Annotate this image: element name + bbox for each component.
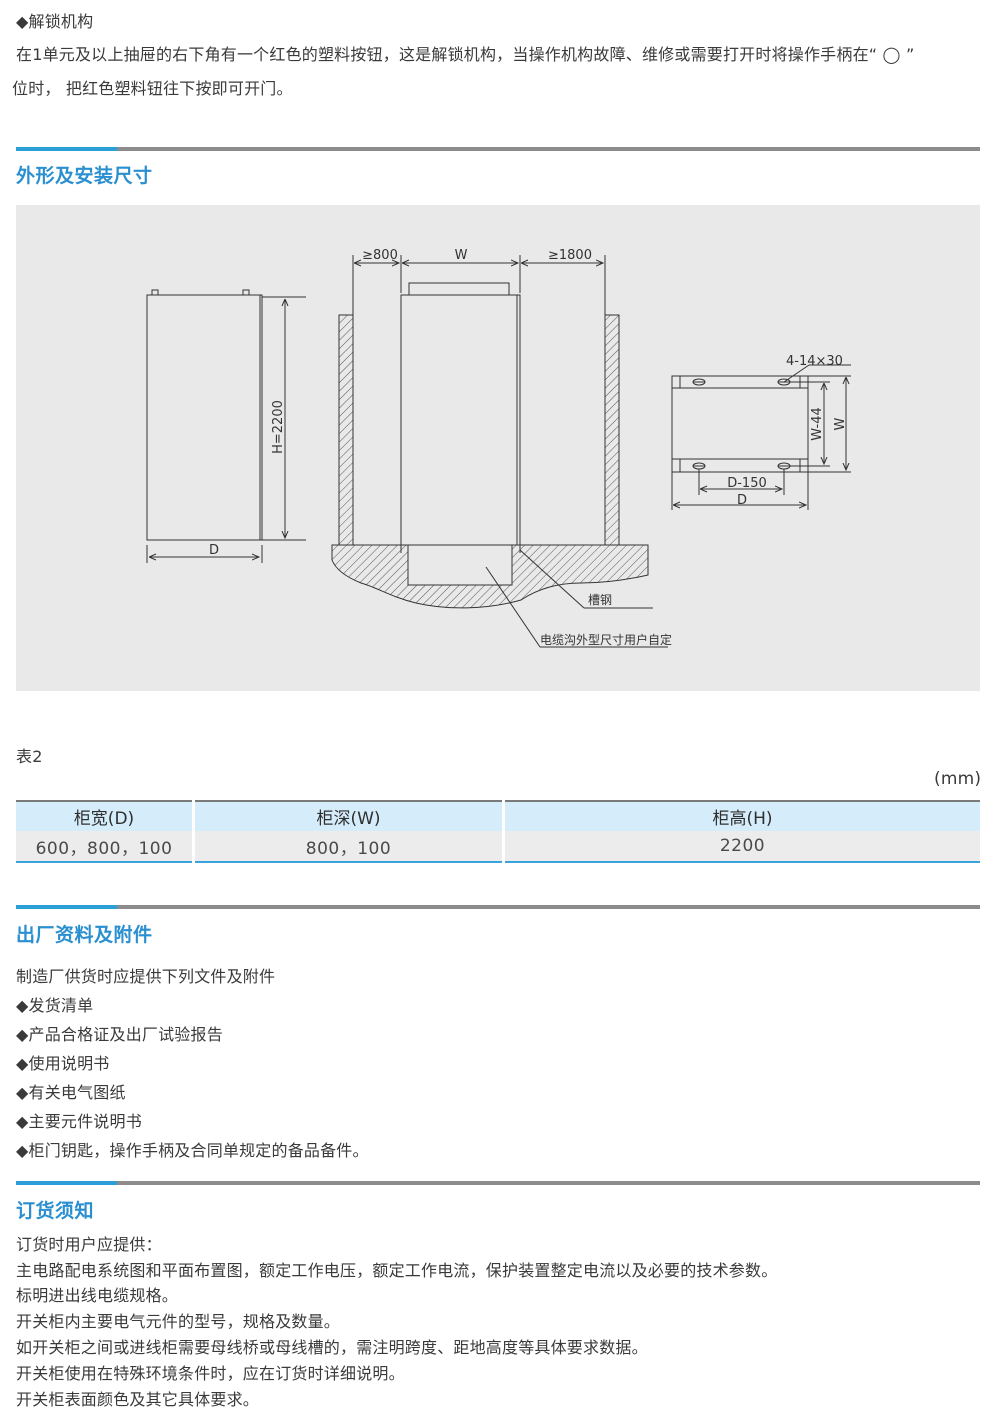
table-header-height: 柜高(H): [503, 800, 980, 831]
order-line: 标明进出线电缆规格。: [16, 1286, 179, 1305]
factory-item: ◆有关电气图纸: [16, 1083, 126, 1102]
order-line: 开关柜使用在特殊环境条件时，应在订货时详细说明。: [16, 1364, 405, 1383]
section-title-order: 订货须知: [16, 1200, 95, 1222]
factory-intro: 制造厂供货时应提供下列文件及附件: [16, 967, 276, 986]
table-row: 600，800，100 800，100 2200: [16, 831, 980, 863]
factory-item: ◆使用说明书: [16, 1054, 110, 1073]
order-line: 开关柜内主要电气元件的型号，规格及数量。: [16, 1312, 341, 1331]
leader-lines: [485, 549, 668, 648]
table-caption: 表2: [16, 747, 43, 766]
front-left-clearance-label: ≥800: [362, 248, 398, 263]
table-cell-width: 600，800，100: [16, 831, 195, 863]
intro-line-1: 在1单元及以上抽屉的右下角有一个红色的塑料按钮，这是解锁机构，当操作机构故障、维…: [16, 45, 915, 64]
base-w44-label: W-44: [810, 407, 825, 441]
order-line: 如开关柜之间或进线柜需要母线桥或母线槽的，需注明跨度、距地高度等具体要求数据。: [16, 1338, 648, 1357]
front-right-clearance-label: ≥1800: [548, 248, 592, 263]
table-unit: (mm): [934, 769, 982, 789]
table-cell-depth: 800，100: [193, 831, 505, 863]
base-plan: [671, 364, 851, 510]
base-d150-label: D-150: [727, 476, 767, 491]
side-height-label: H=2200: [271, 400, 286, 454]
base-holes-label: 4-14×30: [786, 354, 843, 369]
order-line: 开关柜表面颜色及其它具体要求。: [16, 1390, 260, 1409]
factory-item: ◆产品合格证及出厂试验报告: [16, 1025, 223, 1044]
factory-item: ◆发货清单: [16, 996, 94, 1015]
front-view-cabinet: [338, 255, 620, 586]
front-width-label: W: [455, 248, 468, 263]
channel-steel-label: 槽钢: [588, 593, 612, 607]
intro-heading: ◆解锁机构: [16, 12, 94, 31]
side-view-cabinet: [146, 289, 306, 563]
factory-item: ◆柜门钥匙，操作手柄及合同单规定的备品备件。: [16, 1141, 369, 1160]
section-divider-factory: [16, 905, 980, 909]
table-header-depth: 柜深(W): [193, 800, 505, 831]
table-header-width: 柜宽(D): [16, 800, 195, 831]
dimension-diagram: H=2200 D ≥800 W ≥1800: [16, 205, 980, 691]
factory-item: ◆主要元件说明书: [16, 1112, 142, 1131]
base-w-label: W: [833, 417, 848, 430]
dimension-drawing: H=2200 D ≥800 W ≥1800: [146, 248, 851, 648]
order-line: 订货时用户应提供：: [16, 1235, 162, 1254]
base-d-label: D: [737, 493, 747, 508]
table-header-row: 柜宽(D) 柜深(W) 柜高(H): [16, 800, 980, 831]
section-divider-order: [16, 1181, 980, 1185]
cable-trench-label: 电缆沟外型尺寸用户自定: [540, 632, 672, 647]
section-title-factory: 出厂资料及附件: [16, 924, 153, 946]
section-divider-dimensions: [16, 147, 980, 151]
intro-line-2: 位时， 把红色塑料钮往下按即可开门。: [12, 79, 293, 98]
ground-section: [331, 544, 649, 609]
side-depth-label: D: [209, 543, 219, 558]
dimension-table: 柜宽(D) 柜深(W) 柜高(H) 600，800，100 800，100 22…: [16, 800, 980, 863]
order-line: 主电路配电系统图和平面布置图，额定工作电压，额定工作电流，保护装置整定电流以及必…: [16, 1261, 778, 1280]
section-title-dimensions: 外形及安装尺寸: [16, 165, 153, 187]
table-cell-height: 2200: [503, 831, 980, 863]
